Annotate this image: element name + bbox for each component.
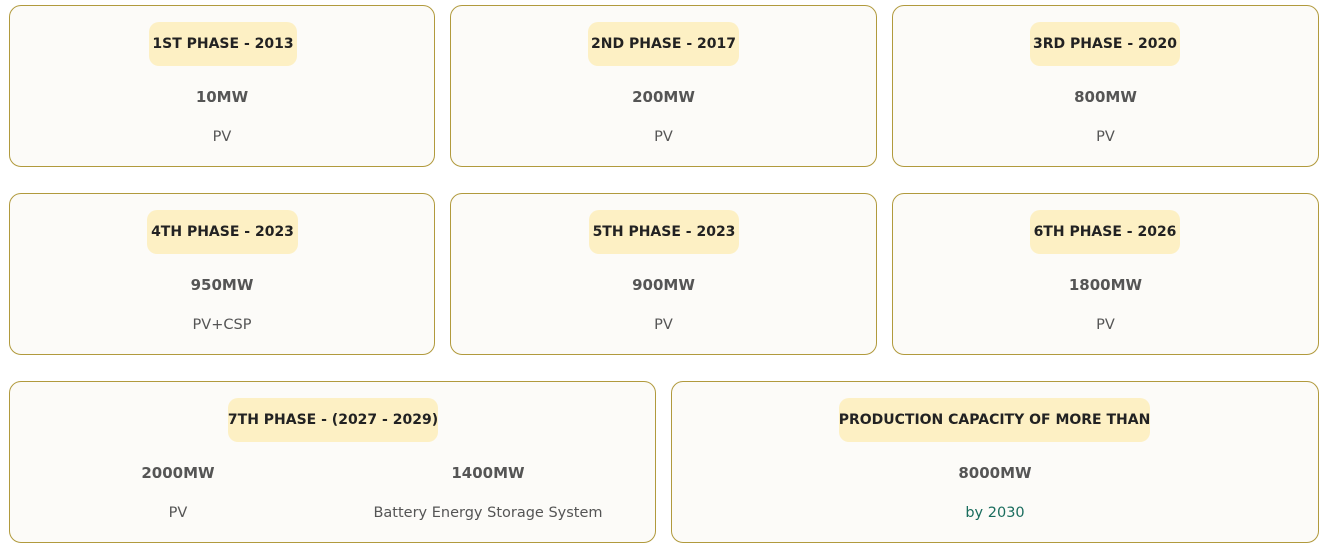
phase-capacity-pv: 2000MW: [141, 464, 215, 482]
phase-technology: PV: [212, 129, 232, 145]
total-capacity-card: PRODUCTION CAPACITY OF MORE THAN 8000MW …: [671, 381, 1319, 543]
phase-technology-storage: Battery Energy Storage System: [373, 505, 603, 521]
phase-capacity: 200MW: [632, 88, 695, 106]
phase-title-badge: 4TH PHASE - 2023: [147, 210, 298, 254]
total-target-year: by 2030: [965, 505, 1025, 521]
phase-technology: PV: [654, 317, 673, 333]
phase-capacity: 950MW: [190, 276, 254, 294]
phase-technology: PV: [1096, 129, 1115, 145]
phase-card-1: 1ST PHASE - 2013 10MW PV: [9, 5, 435, 167]
phase-card-3: 3RD PHASE - 2020 800MW PV: [892, 5, 1319, 167]
phase-card-7: 7TH PHASE - (2027 - 2029) 2000MW PV 1400…: [9, 381, 656, 543]
phase-card-2: 2ND PHASE - 2017 200MW PV: [450, 5, 877, 167]
phase-capacity: 10MW: [195, 88, 249, 106]
phase-title-badge: 6TH PHASE - 2026: [1030, 210, 1180, 254]
phase-capacity: 800MW: [1074, 88, 1137, 106]
phase-capacity: 900MW: [632, 276, 695, 294]
phase-capacity-storage: 1400MW: [451, 464, 525, 482]
total-capacity: 8000MW: [958, 464, 1032, 482]
phase-technology: PV+CSP: [192, 317, 252, 333]
phase-title-badge: 2ND PHASE - 2017: [588, 22, 739, 66]
phase-technology: PV: [654, 129, 673, 145]
phase-title-badge: 7TH PHASE - (2027 - 2029): [228, 398, 438, 442]
phase-card-4: 4TH PHASE - 2023 950MW PV+CSP: [9, 193, 435, 355]
phase-card-5: 5TH PHASE - 2023 900MW PV: [450, 193, 877, 355]
total-title-badge: PRODUCTION CAPACITY OF MORE THAN: [839, 398, 1150, 442]
phase-title-badge: 3RD PHASE - 2020: [1030, 22, 1180, 66]
phase-capacity: 1800MW: [1068, 276, 1143, 294]
phase-card-6: 6TH PHASE - 2026 1800MW PV: [892, 193, 1319, 355]
phase-title-badge: 5TH PHASE - 2023: [589, 210, 739, 254]
phase-technology-pv: PV: [168, 505, 188, 521]
phase-technology: PV: [1096, 317, 1115, 333]
phase-title-badge: 1ST PHASE - 2013: [149, 22, 297, 66]
